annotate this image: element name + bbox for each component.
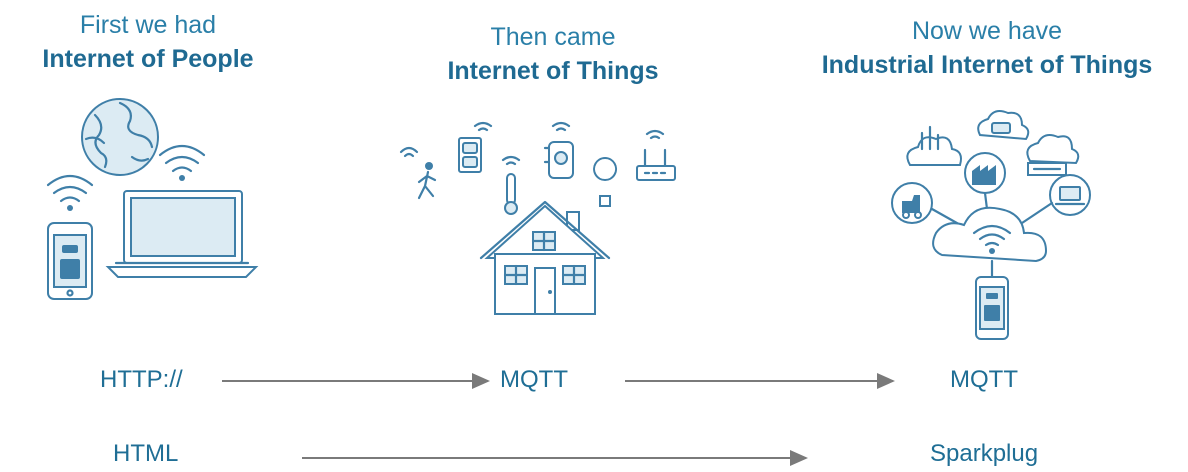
wifi-icon (158, 144, 206, 181)
title-people-pre: First we had (79, 11, 217, 39)
protocol-label-http: HTTP:// (100, 366, 183, 393)
wifi-icon (972, 224, 1012, 254)
thermometer-icon (501, 155, 521, 215)
walking-person-icon (399, 146, 437, 200)
internet-of-things-illustration (399, 121, 676, 315)
protocol-label-mqtt-iot: MQTT (500, 366, 568, 393)
title-things-pre: Then came (490, 23, 616, 51)
protocol-label-sparkplug: Sparkplug (930, 440, 1039, 467)
protocol-label-html: HTML (113, 440, 179, 467)
title-things-strong: Internet of Things (447, 57, 659, 85)
forklift-icon (891, 182, 933, 224)
column-title-things: Then came Internet of Things (408, 20, 698, 88)
globe-icon (81, 98, 159, 176)
cloud-icon (906, 125, 962, 166)
title-iiot-pre: Now we have (911, 17, 1063, 45)
wifi-icon (46, 174, 94, 211)
house-icon (479, 200, 611, 315)
title-iiot-strong: Industrial Internet of Things (821, 51, 1153, 79)
router-icon (636, 129, 676, 181)
outlet-icon (458, 121, 493, 173)
smartphone-icon (975, 276, 1009, 340)
column-title-people: First we had Internet of People (18, 8, 278, 76)
laptop-icon (105, 190, 259, 278)
title-people-strong: Internet of People (42, 45, 254, 73)
column-title-iiot: Now we have Industrial Internet of Thing… (790, 14, 1184, 82)
cloud-icon (1026, 134, 1080, 176)
smartphone-icon (47, 222, 93, 300)
protocol-label-mqtt-iiot: MQTT (950, 366, 1018, 393)
light-bulb-icon (593, 157, 618, 207)
laptop-icon (1049, 174, 1091, 216)
internet-of-people-illustration (46, 98, 259, 300)
factory-icon (964, 152, 1006, 194)
server-icon (977, 110, 1030, 141)
iiot-illustration (891, 110, 1091, 340)
plug-icon (543, 121, 574, 179)
